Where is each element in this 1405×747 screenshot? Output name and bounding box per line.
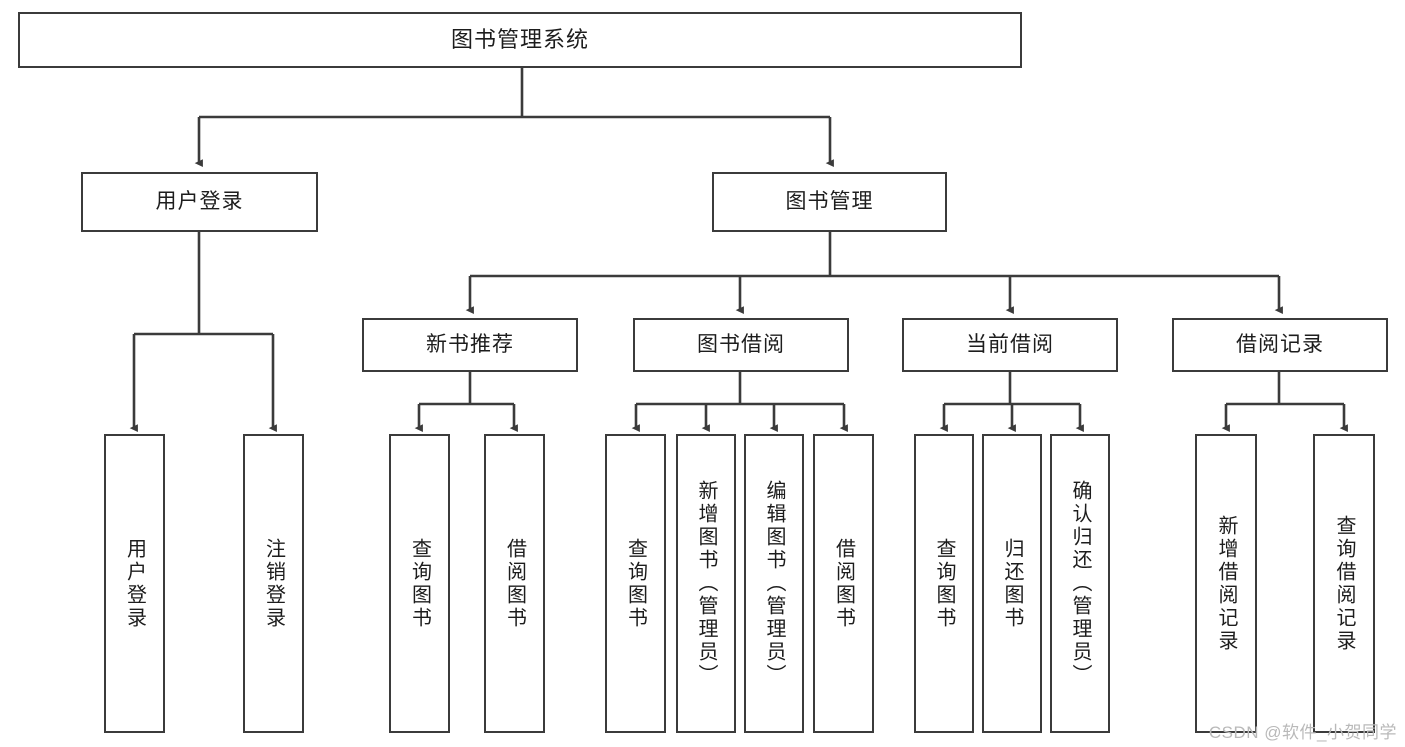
leaf-book-borrow-borrow[interactable]: 借阅图书 [813,434,874,733]
node-label: 新增借阅记录 [1215,514,1237,653]
node-label: 注销登录 [262,537,285,630]
leaf-book-borrow-edit[interactable]: 编辑图书（管理员） [744,434,804,733]
node-label: 新增图书（管理员） [695,480,717,687]
node-label: 图书管理 [785,189,874,213]
node-label: 当前借阅 [966,332,1054,356]
leaf-current-borrow-return[interactable]: 归还图书 [982,434,1042,733]
node-label: 编辑图书（管理员） [763,480,785,687]
leaf-current-borrow-confirm-return[interactable]: 确认归还（管理员） [1050,434,1110,733]
node-label: 查询图书 [408,537,431,630]
node-label: 用户登录 [155,189,244,213]
leaf-borrow-record-add[interactable]: 新增借阅记录 [1195,434,1257,733]
node-label: 查询图书 [933,537,955,630]
node-current-borrow[interactable]: 当前借阅 [902,318,1118,372]
node-label: 图书借阅 [697,332,785,356]
leaf-new-book-borrow[interactable]: 借阅图书 [484,434,545,733]
leaf-current-borrow-query[interactable]: 查询图书 [914,434,974,733]
node-label: 查询借阅记录 [1333,514,1355,653]
leaf-new-book-query[interactable]: 查询图书 [389,434,450,733]
node-label: 新书推荐 [426,332,514,356]
node-label: 借阅图书 [832,537,855,630]
node-new-book-recommend[interactable]: 新书推荐 [362,318,578,372]
node-root-system[interactable]: 图书管理系统 [18,12,1022,68]
node-user-login[interactable]: 用户登录 [81,172,318,232]
node-label: 确认归还（管理员） [1069,480,1091,687]
leaf-user-login-logout[interactable]: 注销登录 [243,434,304,733]
node-label: 归还图书 [1001,537,1023,630]
node-label: 借阅记录 [1236,332,1324,356]
leaf-user-login-login[interactable]: 用户登录 [104,434,165,733]
node-borrow-record[interactable]: 借阅记录 [1172,318,1388,372]
node-label: 图书管理系统 [450,27,589,53]
node-label: 查询图书 [624,537,647,630]
leaf-book-borrow-add[interactable]: 新增图书（管理员） [676,434,736,733]
node-label: 用户登录 [123,537,146,630]
leaf-book-borrow-query[interactable]: 查询图书 [605,434,666,733]
node-label: 借阅图书 [503,537,526,630]
node-book-management[interactable]: 图书管理 [712,172,947,232]
node-book-borrow[interactable]: 图书借阅 [633,318,849,372]
leaf-borrow-record-query[interactable]: 查询借阅记录 [1313,434,1375,733]
